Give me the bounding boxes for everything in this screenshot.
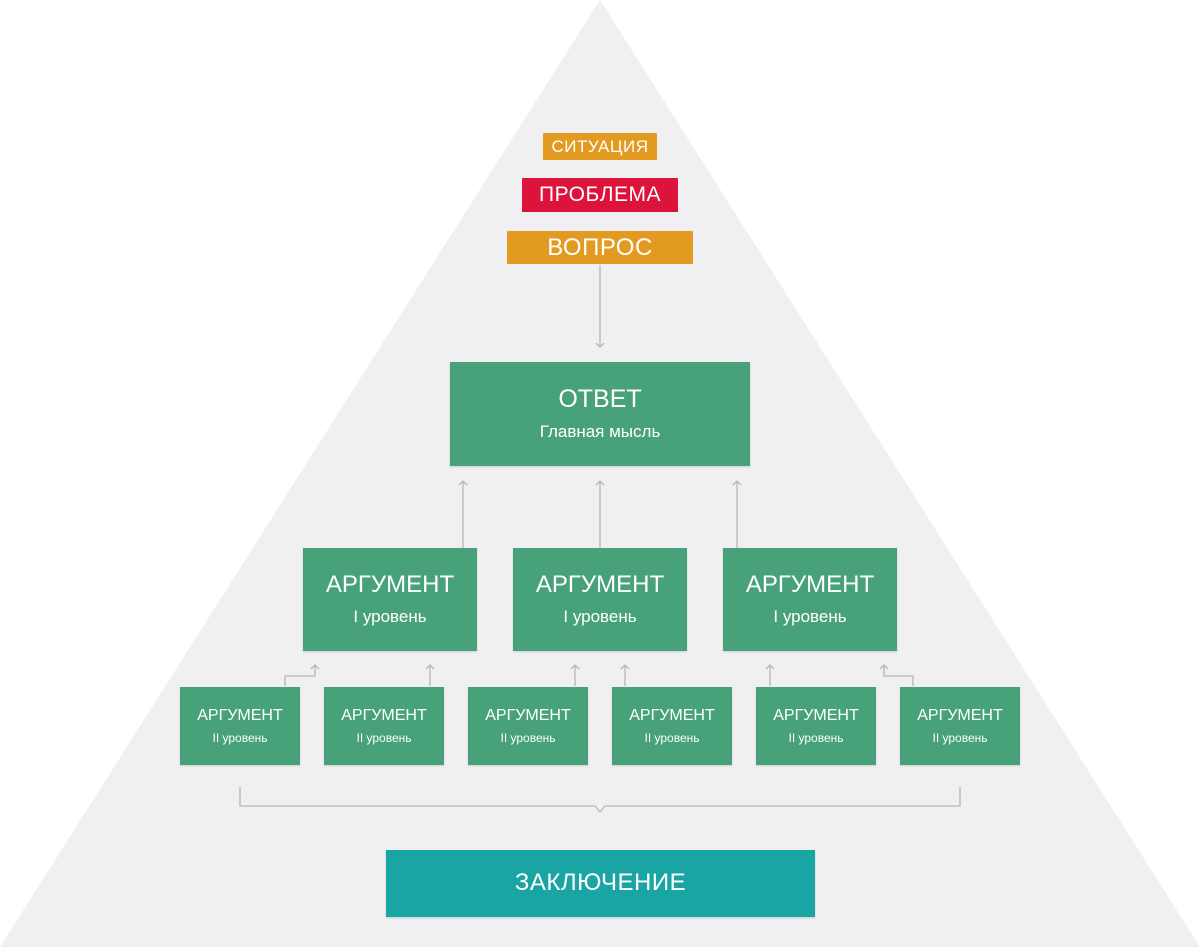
- answer-box: ОТВЕТ Главная мысль: [450, 362, 750, 466]
- connector-l2f-l1c: [879, 664, 914, 686]
- argument-l2-subtitle: II уровень: [932, 730, 988, 745]
- argument-l2-box: АРГУМЕНТ II уровень: [468, 687, 588, 765]
- argument-l2-subtitle: II уровень: [644, 730, 700, 745]
- argument-l2-subtitle: II уровень: [500, 730, 556, 745]
- argument-l2-title: АРГУМЕНТ: [485, 707, 571, 725]
- argument-l1-title: АРГУМЕНТ: [745, 570, 875, 598]
- question-label: ВОПРОС: [507, 231, 693, 264]
- argument-l1-title: АРГУМЕНТ: [325, 570, 455, 598]
- argument-l1-subtitle: I уровень: [353, 607, 427, 627]
- problem-label: ПРОБЛЕМА: [522, 178, 678, 212]
- argument-l1-box: АРГУМЕНТ I уровень: [513, 548, 687, 651]
- argument-l2-title: АРГУМЕНТ: [917, 707, 1003, 725]
- situation-label: СИТУАЦИЯ: [543, 133, 657, 160]
- argument-l2-title: АРГУМЕНТ: [773, 707, 859, 725]
- argument-l2-box: АРГУМЕНТ II уровень: [612, 687, 732, 765]
- answer-title: ОТВЕТ: [558, 384, 642, 413]
- argument-l2-subtitle: II уровень: [788, 730, 844, 745]
- argument-l2-subtitle: II уровень: [356, 730, 412, 745]
- answer-subtitle: Главная мысль: [539, 422, 661, 442]
- argument-l2-box: АРГУМЕНТ II уровень: [756, 687, 876, 765]
- argument-l1-box: АРГУМЕНТ I уровень: [303, 548, 477, 651]
- argument-l2-title: АРГУМЕНТ: [629, 707, 715, 725]
- argument-l2-box: АРГУМЕНТ II уровень: [324, 687, 444, 765]
- argument-l2-box: АРГУМЕНТ II уровень: [180, 687, 300, 765]
- conclusion-label: ЗАКЛЮЧЕНИЕ: [514, 869, 687, 897]
- bracket-to-conclusion: [239, 787, 961, 814]
- argument-l2-title: АРГУМЕНТ: [341, 707, 427, 725]
- argument-l1-subtitle: I уровень: [773, 607, 847, 627]
- conclusion-box: ЗАКЛЮЧЕНИЕ: [386, 850, 815, 917]
- argument-l2-box: АРГУМЕНТ II уровень: [900, 687, 1020, 765]
- argument-l1-subtitle: I уровень: [563, 607, 637, 627]
- connector-l2a-l1a: [284, 664, 320, 686]
- argument-l2-title: АРГУМЕНТ: [197, 707, 283, 725]
- argument-l1-title: АРГУМЕНТ: [535, 570, 665, 598]
- argument-l2-subtitle: II уровень: [212, 730, 268, 745]
- argument-l1-box: АРГУМЕНТ I уровень: [723, 548, 897, 651]
